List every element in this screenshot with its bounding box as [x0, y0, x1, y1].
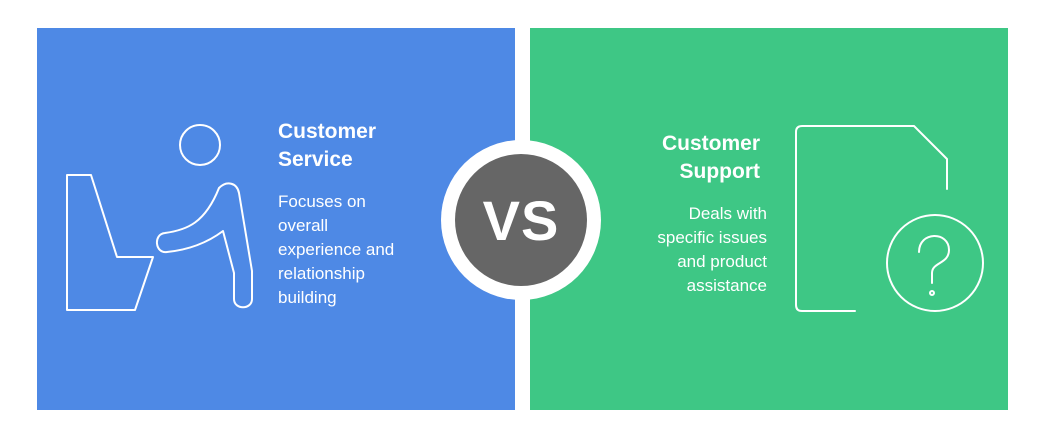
- vs-label: VS: [455, 154, 587, 286]
- customer-service-panel: Customer Service Focuses on overall expe…: [37, 28, 515, 410]
- customer-support-description: Deals with specific issues and product a…: [657, 204, 767, 295]
- customer-service-title: Customer Service: [278, 120, 377, 171]
- customer-service-description: Focuses on overall experience and relati…: [278, 192, 395, 307]
- person-at-desk-icon: [66, 124, 253, 311]
- customer-support-panel: Customer Support Deals with specific iss…: [530, 28, 1008, 410]
- vs-badge: VS: [441, 140, 601, 300]
- document-question-icon: [795, 125, 984, 312]
- customer-support-title: Customer Support: [661, 132, 760, 183]
